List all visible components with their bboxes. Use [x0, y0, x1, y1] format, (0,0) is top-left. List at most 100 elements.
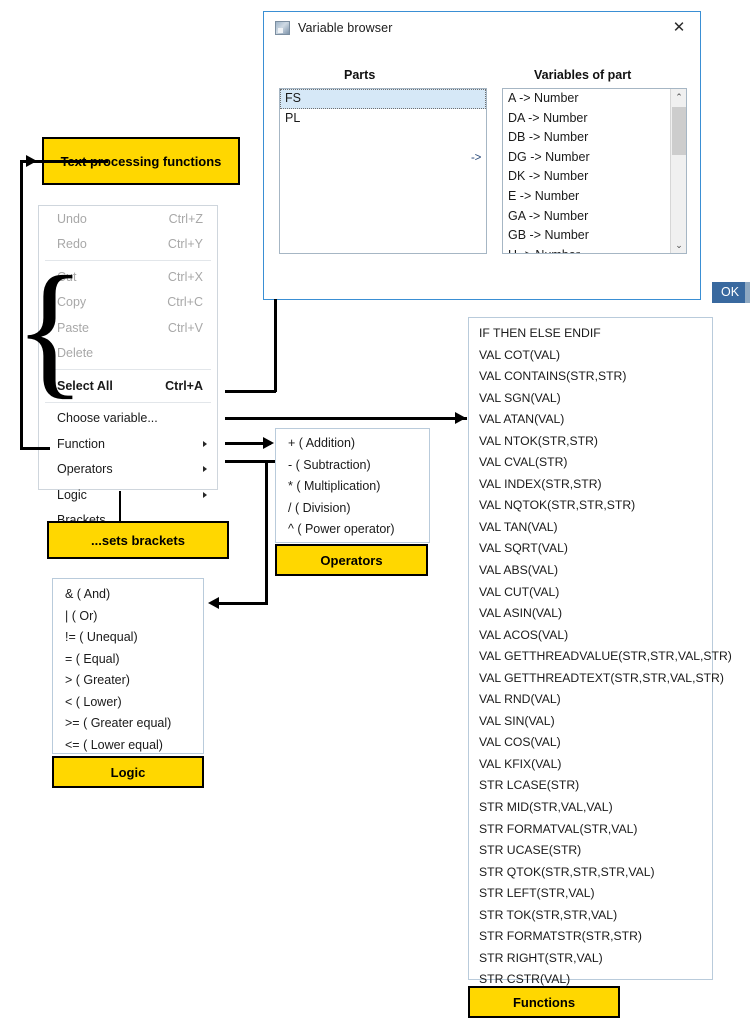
- list-item[interactable]: | ( Or): [65, 608, 98, 623]
- menu-item-label: Logic: [57, 487, 87, 502]
- list-item[interactable]: E -> Number: [508, 188, 580, 203]
- close-icon[interactable]: ✕: [672, 19, 686, 36]
- list-item[interactable]: STR CSTR(VAL): [479, 972, 571, 987]
- scrollbar-thumb[interactable]: [672, 107, 686, 155]
- menu-item-label: Undo: [57, 211, 87, 226]
- list-item[interactable]: STR LEFT(STR,VAL): [479, 886, 595, 901]
- list-item[interactable]: VAL ATAN(VAL): [479, 412, 565, 427]
- menu-item-choose-variable[interactable]: Choose variable...: [39, 406, 217, 432]
- list-item[interactable]: GA -> Number: [508, 208, 589, 223]
- menu-item-function[interactable]: Function: [39, 431, 217, 457]
- menu-item-undo[interactable]: Undo Ctrl+Z: [39, 206, 217, 232]
- menu-separator: [45, 401, 211, 403]
- list-item[interactable]: A -> Number: [508, 91, 579, 105]
- arrowhead-logic: [208, 597, 219, 609]
- menu-item-label: Operators: [57, 462, 113, 477]
- caption-sets-brackets: ...sets brackets: [47, 521, 229, 559]
- list-item[interactable]: >= ( Greater equal): [65, 716, 172, 730]
- list-item[interactable]: VAL ASIN(VAL): [479, 606, 563, 621]
- list-item[interactable]: * ( Multiplication): [288, 479, 381, 493]
- list-item[interactable]: H -> Number: [503, 246, 686, 253]
- list-item[interactable]: PL: [285, 110, 301, 125]
- list-item[interactable]: VAL RND(VAL): [479, 692, 561, 707]
- menu-item-delete[interactable]: Delete: [39, 341, 217, 367]
- menu-separator: [45, 369, 211, 370]
- list-item[interactable]: VAL COS(VAL): [479, 735, 561, 750]
- list-item[interactable]: VAL GETTHREADTEXT(STR,STR,VAL,STR): [479, 670, 724, 685]
- list-item[interactable]: DK -> Number: [508, 169, 589, 184]
- list-item[interactable]: ^ ( Power operator): [288, 522, 395, 536]
- scroll-up-icon[interactable]: ⌃: [671, 89, 686, 105]
- list-item[interactable]: VAL KFIX(VAL): [479, 756, 562, 771]
- menu-item-accelerator: Ctrl+Y: [167, 237, 203, 252]
- dialog-title-bar: Variable browser ✕: [264, 12, 700, 43]
- list-item[interactable]: STR LCASE(STR): [479, 778, 580, 793]
- list-item[interactable]: VAL SGN(VAL): [479, 390, 561, 405]
- list-item[interactable]: VAL SIN(VAL): [479, 713, 555, 728]
- list-item[interactable]: > ( Greater): [65, 673, 130, 687]
- menu-item-redo[interactable]: Redo Ctrl+Y: [39, 232, 217, 258]
- list-item[interactable]: VAL CUT(VAL): [479, 584, 560, 599]
- connector-operators: [225, 442, 271, 445]
- arrowhead-operators: [263, 437, 274, 449]
- list-item[interactable]: STR RIGHT(STR,VAL): [479, 950, 603, 965]
- list-item[interactable]: STR MID(STR,VAL,VAL): [479, 800, 613, 815]
- menu-item-operators[interactable]: Operators: [39, 457, 217, 483]
- list-item[interactable]: STR FORMATVAL(STR,VAL): [479, 821, 638, 836]
- list-item[interactable]: STR FORMATSTR(STR,STR): [479, 929, 642, 944]
- list-item[interactable]: VAL INDEX(STR,STR): [479, 476, 602, 491]
- list-item[interactable]: VAL COT(VAL): [479, 347, 561, 362]
- list-item[interactable]: VAL NQTOK(STR,STR,STR): [479, 498, 636, 513]
- menu-item-paste[interactable]: Paste Ctrl+V: [39, 315, 217, 341]
- menu-item-accelerator: Ctrl+A: [165, 378, 203, 393]
- caption-logic: Logic: [52, 756, 204, 788]
- chevron-right-icon: [203, 466, 207, 473]
- list-item[interactable]: < ( Lower): [65, 694, 122, 709]
- list-item[interactable]: VAL ABS(VAL): [479, 563, 559, 578]
- arrowhead-function: [455, 412, 466, 424]
- connector-textproc-top: [20, 160, 108, 163]
- arrowhead-textproc: [26, 155, 37, 167]
- menu-item-accelerator: Ctrl+Z: [168, 211, 203, 226]
- list-item[interactable]: VAL CVAL(STR): [479, 455, 568, 470]
- list-item[interactable]: VAL NTOK(STR,STR): [479, 433, 598, 448]
- list-item[interactable]: STR QTOK(STR,STR,STR,VAL): [479, 864, 655, 879]
- list-item[interactable]: = ( Equal): [65, 651, 120, 666]
- menu-item-logic[interactable]: Logic: [39, 482, 217, 508]
- list-item[interactable]: VAL ACOS(VAL): [479, 627, 569, 642]
- list-item[interactable]: DG -> Number: [508, 149, 590, 164]
- list-item[interactable]: STR UCASE(STR): [479, 843, 582, 858]
- ok-button[interactable]: OK: [712, 282, 749, 303]
- list-item[interactable]: DB -> Number: [508, 130, 589, 145]
- operators-submenu-panel: + ( Addition) - ( Subtraction) * ( Multi…: [275, 428, 430, 543]
- list-item[interactable]: IF THEN ELSE ENDIF: [479, 326, 601, 340]
- app-icon: [275, 20, 290, 35]
- list-item[interactable]: VAL CONTAINS(STR,STR): [479, 369, 627, 384]
- parts-listbox[interactable]: FS PL: [279, 88, 487, 254]
- list-item[interactable]: + ( Addition): [288, 436, 356, 450]
- menu-item-copy[interactable]: Copy Ctrl+C: [39, 290, 217, 316]
- variables-listbox[interactable]: A -> Number DA -> Number DB -> Number DG…: [502, 88, 687, 254]
- list-item[interactable]: GB -> Number: [508, 228, 589, 243]
- list-item[interactable]: VAL TAN(VAL): [479, 519, 558, 534]
- list-item[interactable]: DA -> Number: [508, 110, 588, 125]
- connector-brackets: [119, 491, 121, 522]
- list-item[interactable]: VAL GETTHREADVALUE(STR,STR,VAL,STR): [479, 649, 732, 664]
- variable-browser-dialog: Variable browser ✕ Parts Variables of pa…: [263, 11, 750, 303]
- list-item[interactable]: FS: [280, 89, 486, 109]
- list-item[interactable]: & ( And): [65, 587, 111, 601]
- list-item[interactable]: STR TOK(STR,STR,VAL): [479, 907, 618, 922]
- list-item[interactable]: VAL SQRT(VAL): [479, 541, 568, 556]
- menu-item-select-all[interactable]: Select All Ctrl+A: [39, 373, 217, 399]
- variables-scrollbar[interactable]: ⌃ ⌄: [670, 89, 686, 253]
- cancel-button[interactable]: Cancel: [745, 282, 750, 303]
- menu-item-accelerator: Ctrl+X: [167, 269, 203, 284]
- scroll-down-icon[interactable]: ⌄: [671, 237, 686, 253]
- list-item[interactable]: <= ( Lower equal): [65, 737, 163, 752]
- menu-item-label: Function: [57, 436, 105, 451]
- list-item[interactable]: != ( Unequal): [65, 630, 138, 644]
- menu-item-cut[interactable]: Cut Ctrl+X: [39, 264, 217, 290]
- list-item[interactable]: / ( Division): [288, 500, 351, 515]
- list-item[interactable]: - ( Subtraction): [288, 457, 371, 472]
- chevron-right-icon: [203, 491, 207, 498]
